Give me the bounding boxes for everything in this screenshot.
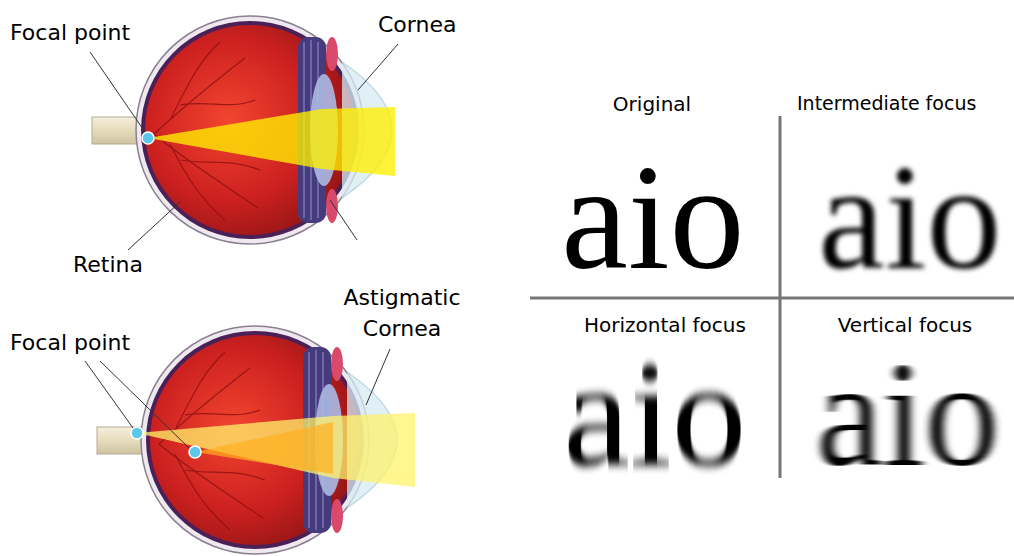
part-label: Focal point xyxy=(10,20,130,46)
light-beam xyxy=(195,422,333,474)
panel-heading: Intermediate focus xyxy=(797,92,976,115)
light-beam xyxy=(137,413,415,487)
sample-text: aio xyxy=(561,142,744,292)
leader-lines xyxy=(85,44,398,448)
focal-point xyxy=(131,427,143,439)
focal-point xyxy=(189,446,201,458)
focal-point xyxy=(142,132,154,144)
sample-text: aio xyxy=(818,142,1001,292)
part-label: Astigmatic Cornea xyxy=(327,282,477,344)
panel-heading: Vertical focus xyxy=(838,313,973,337)
light-beam xyxy=(148,107,395,176)
part-label: Focal point xyxy=(10,330,130,356)
sample-text: aio xyxy=(563,339,746,489)
part-label: Retina xyxy=(73,252,143,278)
panel-heading: Horizontal focus xyxy=(584,313,746,337)
part-label: Cornea xyxy=(378,12,456,38)
astigmatic-eye xyxy=(97,326,415,554)
sample-text: aio xyxy=(816,339,999,489)
panel-heading: Original xyxy=(613,92,691,116)
normal-eye xyxy=(92,16,395,244)
